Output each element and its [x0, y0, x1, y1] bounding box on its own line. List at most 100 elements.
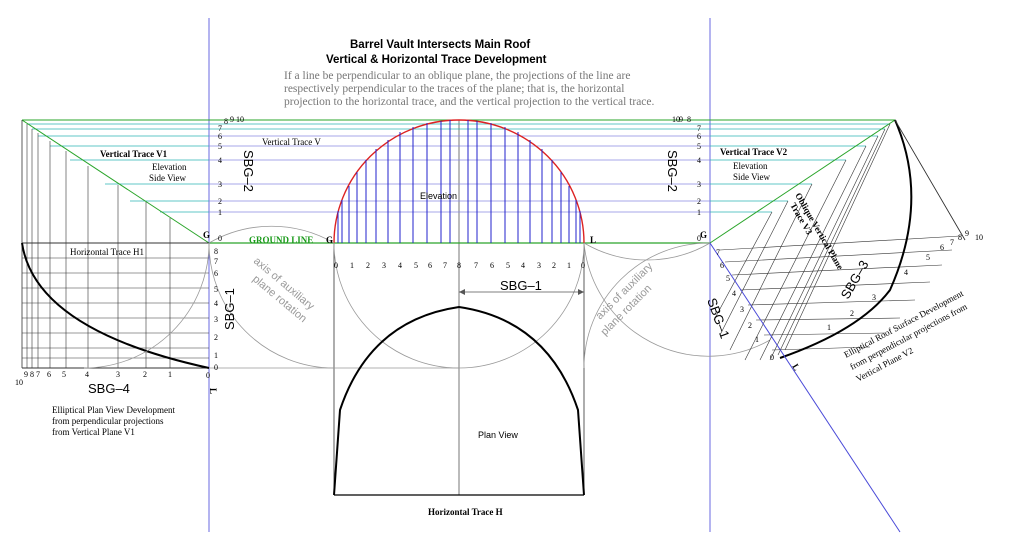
g-label-left: G: [203, 230, 210, 240]
scale-num: 1: [350, 261, 354, 270]
scale-num: 5: [214, 285, 218, 294]
l-label-right-bottom: L: [790, 362, 802, 372]
vertical-trace-v-label: Vertical Trace V: [262, 137, 321, 147]
scale-num: 1: [168, 370, 172, 379]
description-line1: If a line be perpendicular to an oblique…: [284, 70, 630, 82]
scale-num: 4: [904, 268, 908, 277]
scale-num: 3: [697, 180, 701, 189]
scale-num: 5: [926, 253, 930, 262]
vertical-trace-v2-label: Vertical Trace V2: [720, 147, 788, 157]
scale-num: 1: [214, 351, 218, 360]
left-vertical-scale: 0 1 2 3 4 5 6 7 8 9 10: [218, 115, 244, 243]
vertical-trace-v2-block: [709, 119, 966, 533]
scale-num: 9: [24, 370, 28, 379]
sbg1-left-label: SBG–1: [222, 288, 237, 330]
scale-num: 5: [506, 261, 510, 270]
right-vertical-scale: 0 1 2 3 4 5 6 7 8 9 10: [672, 115, 701, 243]
scale-num: 0: [581, 261, 585, 270]
scale-num: 2: [214, 333, 218, 342]
scale-num: 0: [218, 234, 222, 243]
scale-num: 3: [872, 293, 876, 302]
scale-num: 4: [85, 370, 89, 379]
g-label-right: G: [700, 230, 707, 240]
sbg4-scale: 10 9 8 7 6 5 4 3 2 1 0: [15, 370, 210, 387]
scale-num: 4: [521, 261, 525, 270]
scale-num: 6: [720, 261, 724, 270]
ellipse-curve-sbg3: [779, 119, 913, 359]
scale-num: 8: [214, 247, 218, 256]
scale-num: 3: [116, 370, 120, 379]
scale-num: 4: [398, 261, 402, 270]
elevation-arc: [333, 119, 585, 244]
horizontal-trace-h1-block: [21, 242, 210, 369]
scale-num: 2: [552, 261, 556, 270]
scale-num: 0: [334, 261, 338, 270]
description-line3: projection to the horizontal trace, and …: [284, 96, 655, 108]
scale-num: 0: [206, 371, 210, 380]
scale-num: 7: [950, 238, 954, 247]
scale-num: 10: [236, 115, 244, 124]
scale-num: 6: [214, 269, 218, 278]
plan-view-block: [333, 289, 585, 496]
scale-num: 2: [697, 197, 701, 206]
sbg1-center-label: SBG–1: [500, 278, 542, 293]
scale-num: 5: [414, 261, 418, 270]
scale-num: 8: [958, 233, 962, 242]
scale-num: 5: [218, 142, 222, 151]
left-sbg1-scale: 0 1 2 3 4 5 6 7 8: [214, 247, 218, 372]
scale-num: 3: [740, 305, 744, 314]
scale-num: 6: [697, 132, 701, 141]
elevation-side-view-left-2: Side View: [149, 173, 187, 183]
oblique-axis-line: [709, 242, 901, 533]
scale-num: 7: [214, 257, 218, 266]
vertical-trace-v1-label: Vertical Trace V1: [100, 149, 168, 159]
scale-num: 3: [218, 180, 222, 189]
ellipse-curve-sbg4: [21, 242, 210, 369]
scale-num: 6: [428, 261, 432, 270]
elevation-label: Elevation: [420, 191, 457, 201]
ground-line-label: GROUND LINE: [249, 235, 313, 245]
scale-num: 4: [732, 289, 736, 298]
scale-num: 8: [30, 370, 34, 379]
scale-num: 1: [755, 335, 759, 344]
scale-num: 7: [716, 248, 720, 257]
scale-num: 5: [697, 142, 701, 151]
scale-num: 0: [770, 353, 774, 362]
l-label-center: L: [590, 235, 596, 245]
scale-num: 10: [15, 378, 23, 387]
sbg2-right-label: SBG–2: [665, 150, 680, 192]
scale-num: 9: [230, 115, 234, 124]
scale-num: 8: [224, 117, 228, 126]
rotation-arcs: [83, 225, 771, 369]
scale-num: 7: [697, 124, 701, 133]
scale-num: 9: [679, 115, 683, 124]
scale-num: 3: [214, 315, 218, 324]
scale-num: 4: [218, 156, 222, 165]
sbg4-note1: Elliptical Plan View Development: [52, 405, 176, 415]
scale-num: 5: [62, 370, 66, 379]
scale-num: 8: [687, 115, 691, 124]
sbg4-label: SBG–4: [88, 381, 130, 396]
scale-num: 1: [697, 208, 701, 217]
right-oblique-scale: 7 6 5 4 3 2 1 0 1 2 3 4 5 6 7 8 9 10: [716, 229, 983, 362]
sbg2-left-label: SBG–2: [241, 150, 256, 192]
elevation-side-view-right-1: Elevation: [733, 161, 768, 171]
horizontal-trace-h-label: Horizontal Trace H: [428, 507, 503, 517]
description-line2: respectively perpendicular to the traces…: [284, 83, 624, 95]
scale-num: 1: [567, 261, 571, 270]
sbg4-note3: from Vertical Plane V1: [52, 427, 135, 437]
scale-num: 2: [748, 321, 752, 330]
sbg3-note2: from perpendicular projections from: [848, 301, 969, 371]
scale-num: 8: [457, 261, 461, 270]
scale-num: 6: [940, 243, 944, 252]
vertical-trace-v1-block: [21, 119, 210, 244]
scale-num: 6: [218, 132, 222, 141]
scale-num: 5: [726, 274, 730, 283]
horizontal-trace-h1-label: Horizontal Trace H1: [70, 247, 144, 257]
l-label-left-bottom: L: [208, 388, 218, 394]
scale-num: 9: [965, 229, 969, 238]
plan-view-label: Plan View: [478, 430, 518, 440]
scale-num: 7: [36, 370, 40, 379]
